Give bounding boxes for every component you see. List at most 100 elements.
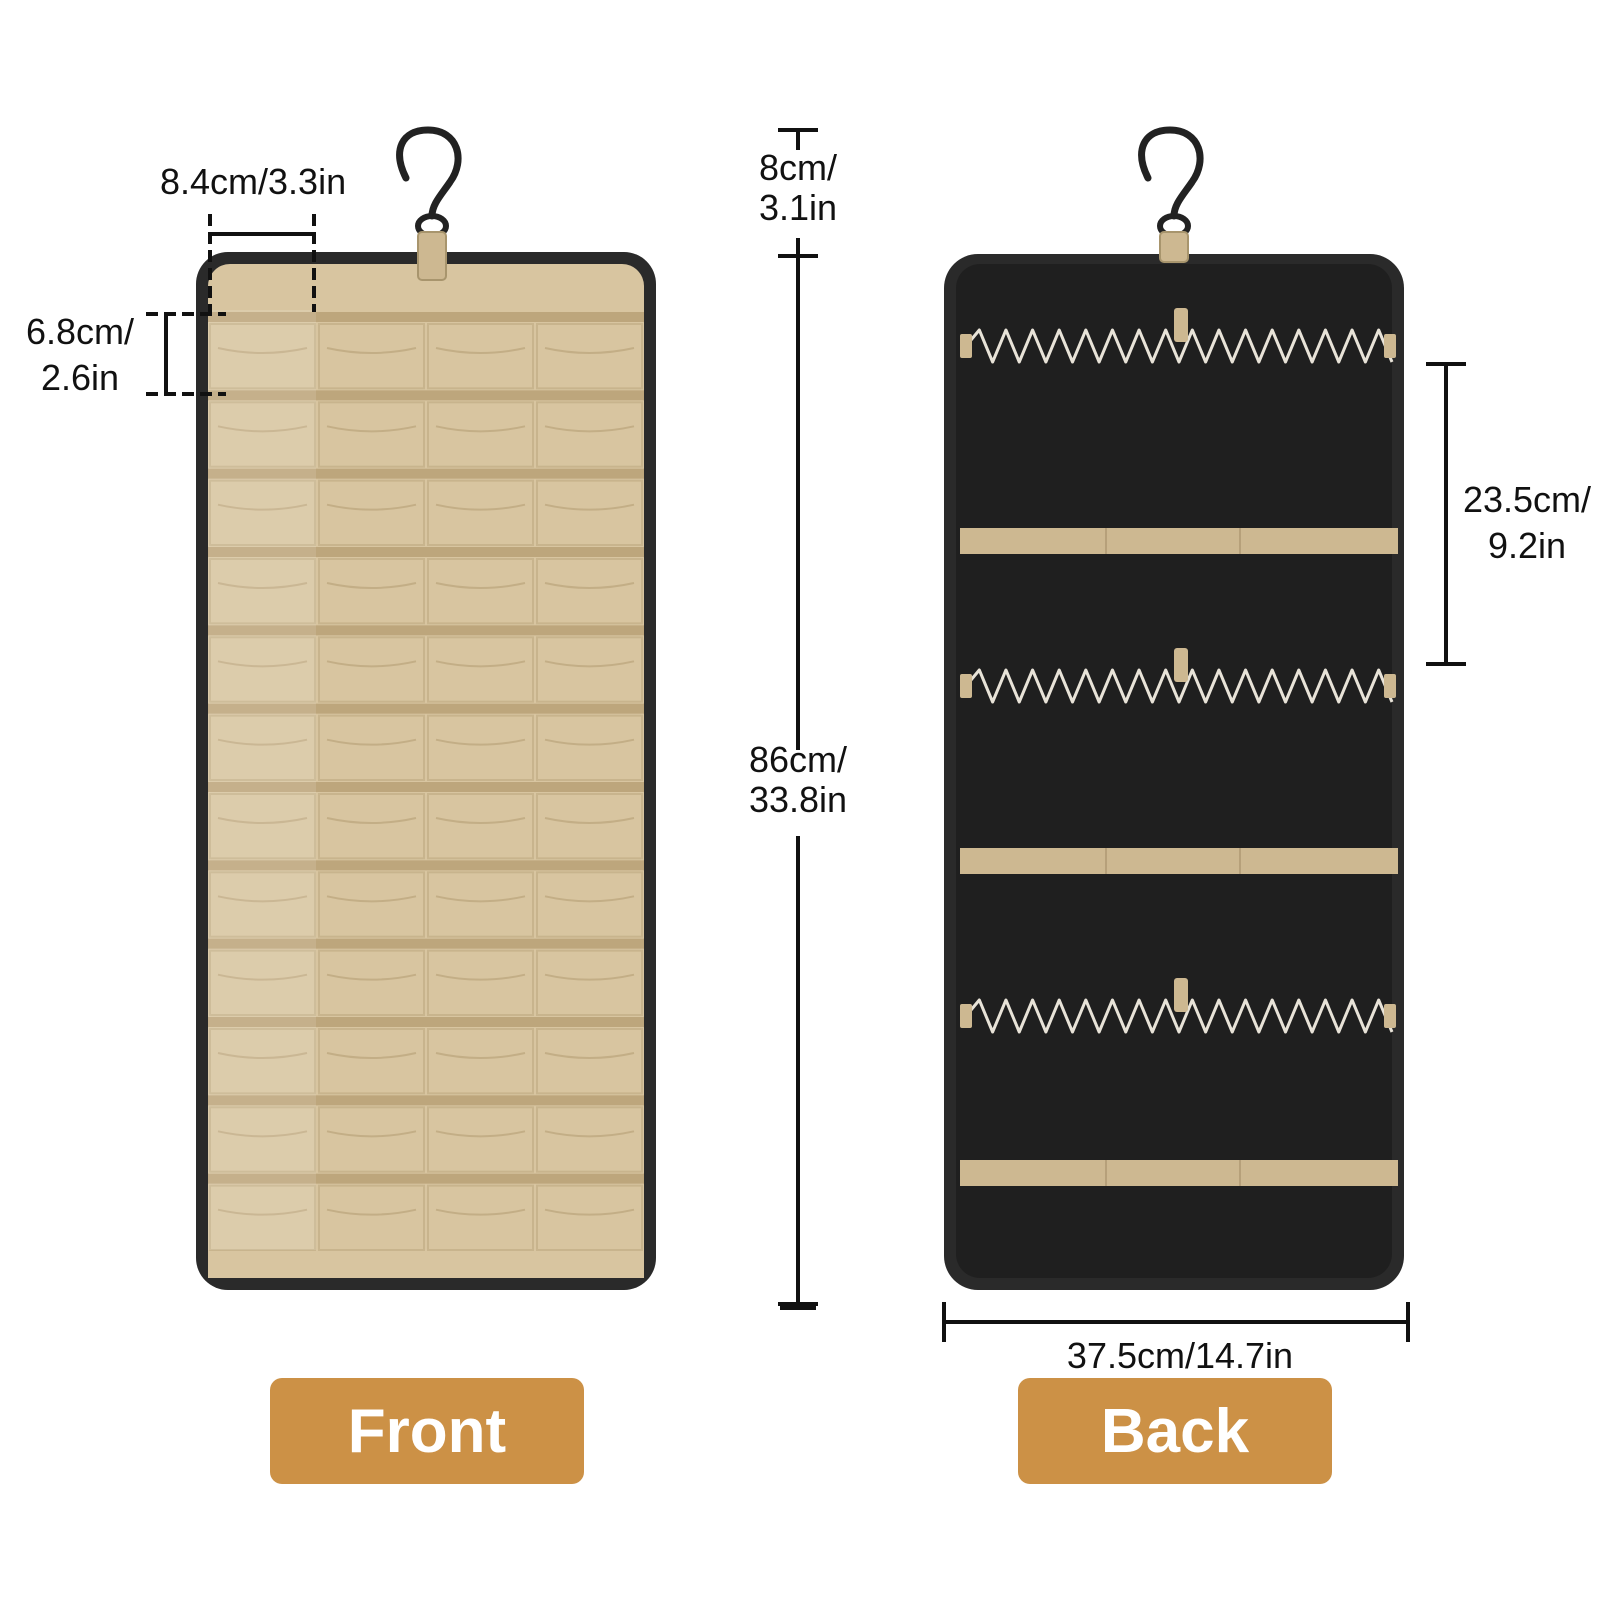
front-pocket-grid	[208, 312, 644, 1278]
elastic-zigzag-band	[964, 668, 1394, 704]
pocket-wrinkle	[217, 503, 308, 511]
pocket-row-seam	[208, 625, 644, 636]
back-strap	[960, 848, 1398, 874]
pocket-wrinkle	[544, 973, 635, 981]
pocket-wrinkle	[217, 1208, 308, 1216]
pocket-cell	[427, 871, 534, 938]
back-panel-fabric	[956, 264, 1392, 1278]
pocket-cell	[318, 1028, 425, 1095]
pocket-wrinkle	[544, 503, 635, 511]
back-section-height-label: 23.5cm/ 9.2in	[1454, 480, 1600, 566]
pocket-cell	[209, 1028, 316, 1095]
front-view-button[interactable]: Front	[270, 1378, 584, 1484]
pocket-cell	[427, 1184, 534, 1251]
pocket-cell	[536, 714, 643, 782]
pocket-cell	[318, 558, 425, 625]
pocket-wrinkle	[326, 1130, 417, 1138]
pocket-wrinkle	[326, 817, 417, 824]
back-organizer-panel	[944, 254, 1404, 1290]
back-section-height-label-line1: 23.5cm/	[1462, 479, 1592, 520]
pocket-cell	[536, 871, 643, 938]
back-elastic-and-strap-rows	[960, 308, 1398, 1186]
pocket-cell	[209, 1106, 316, 1173]
pocket-wrinkle	[217, 582, 308, 589]
pocket-wrinkle	[435, 817, 526, 824]
pocket-wrinkle	[544, 347, 635, 354]
pocket-wrinkle	[435, 503, 526, 511]
pocket-wrinkle	[544, 582, 635, 589]
pocket-wrinkle	[435, 425, 526, 433]
pocket-cell	[209, 401, 316, 468]
elastic-anchor	[1384, 674, 1396, 698]
pocket-wrinkle	[326, 973, 417, 981]
pocket-wrinkle	[544, 1208, 635, 1216]
back-width-dimension-line	[942, 1302, 1410, 1342]
pocket-wrinkle	[544, 1052, 635, 1059]
pocket-cell	[209, 714, 316, 782]
pocket-wrinkle	[217, 738, 308, 746]
pocket-cell	[318, 949, 425, 1017]
pocket-cell	[536, 323, 643, 390]
pocket-cell	[536, 401, 643, 468]
back-section-height-label-line2: 9.2in	[1487, 525, 1567, 566]
back-view-button[interactable]: Back	[1018, 1378, 1332, 1484]
pocket-wrinkle	[217, 347, 308, 354]
pocket-cell	[536, 1028, 643, 1095]
pocket-cell	[318, 401, 425, 468]
pocket-cell	[427, 1106, 534, 1173]
pocket-wrinkle	[435, 660, 526, 668]
pocket-height-label-line2: 2.6in	[40, 357, 120, 398]
pocket-wrinkle	[217, 973, 308, 981]
pocket-wrinkle	[326, 425, 417, 433]
pocket-cell	[536, 793, 643, 860]
pocket-wrinkle	[326, 347, 417, 354]
pocket-cell	[427, 636, 534, 703]
pocket-cell	[318, 1184, 425, 1251]
front-clear-vinyl-sheen	[208, 310, 316, 1250]
pocket-wrinkle	[326, 503, 417, 511]
pocket-wrinkle	[544, 895, 635, 903]
pocket-wrinkle	[435, 1130, 526, 1138]
pocket-row-seam	[208, 938, 644, 949]
pocket-cell	[209, 636, 316, 703]
hook-height-dimension-line	[778, 128, 818, 150]
pocket-wrinkle	[435, 347, 526, 354]
pocket-cell	[427, 949, 534, 1017]
total-height-label-line1: 86cm/	[748, 739, 848, 780]
pocket-wrinkle	[326, 1052, 417, 1059]
elastic-anchor	[960, 674, 972, 698]
pocket-cell	[318, 871, 425, 938]
hook-height-label-line1: 8cm/	[758, 147, 837, 188]
pocket-wrinkle	[217, 1052, 308, 1059]
front-panel-bottom-band	[208, 1252, 644, 1278]
pocket-cell	[427, 714, 534, 782]
elastic-center-tab	[1174, 648, 1188, 682]
pocket-wrinkle	[217, 817, 308, 824]
pocket-wrinkle	[217, 895, 308, 903]
pocket-width-label: 8.4cm/3.3in	[160, 161, 347, 202]
elastic-anchor	[960, 334, 972, 358]
pocket-cell	[318, 714, 425, 782]
pocket-row-seam	[208, 312, 644, 322]
pocket-wrinkle	[544, 817, 635, 824]
pocket-row-seam	[208, 468, 644, 479]
elastic-center-tab	[1174, 978, 1188, 1012]
elastic-anchor	[960, 1004, 972, 1028]
pocket-cell	[427, 1028, 534, 1095]
elastic-zigzag-band	[964, 328, 1394, 364]
pocket-row-seam	[208, 1017, 644, 1027]
pocket-wrinkle	[435, 738, 526, 746]
elastic-center-tab	[1174, 308, 1188, 342]
pocket-row-seam	[208, 860, 644, 871]
elastic-anchor	[1384, 334, 1396, 358]
pocket-wrinkle	[217, 1130, 308, 1138]
pocket-wrinkle	[217, 425, 308, 433]
pocket-cell	[536, 1184, 643, 1251]
pocket-cell	[536, 1106, 643, 1173]
pocket-cell	[209, 558, 316, 625]
pocket-wrinkle	[544, 425, 635, 433]
pocket-height-dimension-line	[146, 312, 226, 396]
back-section-height-dimension-line	[1426, 362, 1466, 666]
pocket-row-seam	[208, 547, 644, 557]
